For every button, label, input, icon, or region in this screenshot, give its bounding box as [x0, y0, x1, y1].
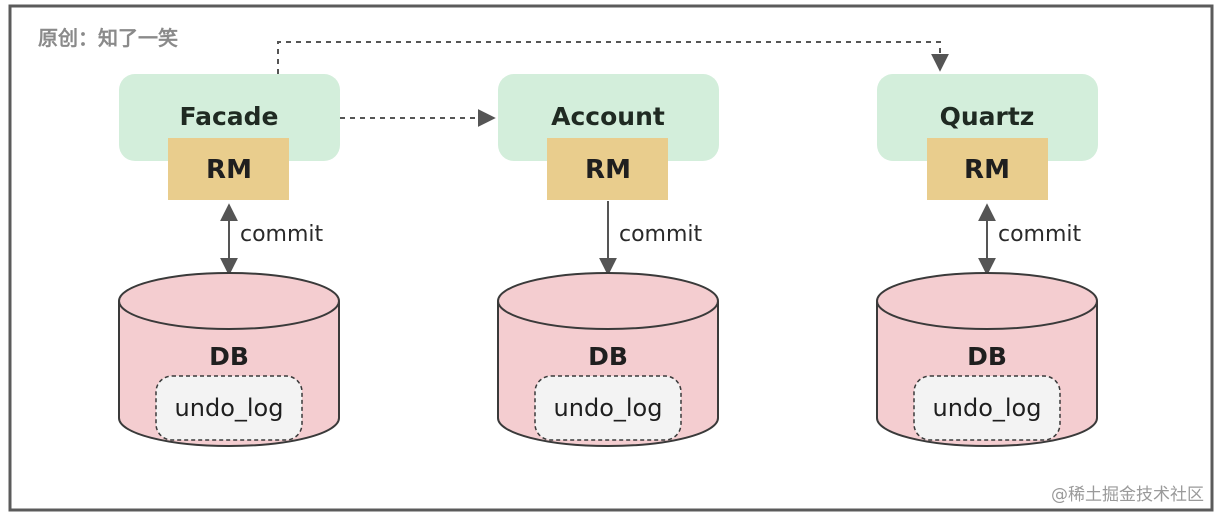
- service-name-facade: Facade: [179, 102, 278, 131]
- undo-log-label-quartz: undo_log: [933, 394, 1042, 422]
- watermark: @稀土掘金技术社区: [1051, 485, 1204, 505]
- db-label-quartz: DB: [967, 342, 1007, 371]
- commit-label-account: commit: [619, 222, 703, 247]
- rm-label-account: RM: [585, 155, 631, 185]
- db-label-account: DB: [588, 342, 628, 371]
- rm-box-account: [547, 138, 668, 200]
- commit-label-facade: commit: [240, 222, 324, 247]
- undo-log-box-account: [534, 375, 682, 441]
- service-column-account: Account RM commit DB undo_log: [497, 74, 719, 447]
- undo-log-label-account: undo_log: [554, 394, 663, 422]
- rm-label-quartz: RM: [964, 155, 1010, 185]
- rm-box-quartz: [927, 138, 1048, 200]
- service-name-quartz: Quartz: [940, 102, 1035, 131]
- author-caption: 原创：知了一笑: [38, 26, 178, 50]
- service-name-account: Account: [551, 102, 665, 131]
- rm-label-facade: RM: [206, 155, 252, 185]
- service-column-facade: Facade RM commit DB undo_log: [118, 74, 340, 447]
- service-column-quartz: Quartz RM commit DB undo_log: [876, 74, 1098, 447]
- undo-log-box-facade: [155, 375, 303, 441]
- diagram-frame: [8, 4, 1214, 512]
- rm-box-facade: [168, 138, 289, 200]
- commit-label-quartz: commit: [998, 222, 1082, 247]
- undo-log-box-quartz: [913, 375, 1061, 441]
- undo-log-label-facade: undo_log: [175, 394, 284, 422]
- db-label-facade: DB: [209, 342, 249, 371]
- call-arrow-facade-quartz: [277, 41, 949, 74]
